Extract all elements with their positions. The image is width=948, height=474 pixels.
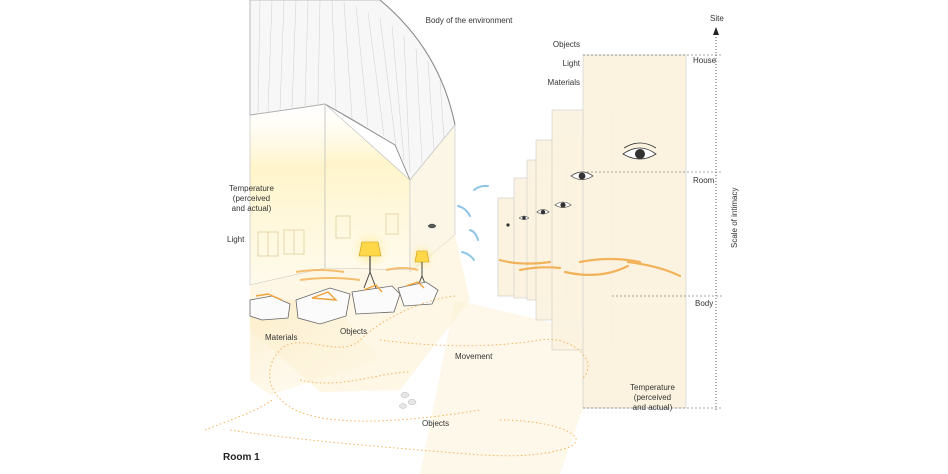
- label-body-environment: Body of the environment: [425, 16, 513, 25]
- label-light-top: Light: [562, 59, 580, 68]
- figure-caption: Room 1: [223, 452, 260, 463]
- label-materials-top: Materials: [547, 78, 580, 87]
- intimacy-panels: [420, 54, 687, 474]
- label-temperature-left: Temperature (perceived and actual): [229, 184, 274, 213]
- lamp-icon: [350, 230, 390, 289]
- label-objects-mid: Objects: [340, 327, 368, 336]
- eye-icon: [518, 215, 530, 220]
- scale-room: Room: [693, 176, 715, 185]
- label-movement: Movement: [455, 352, 493, 361]
- label-light-left: Light: [227, 235, 245, 244]
- seat-objects: [249, 281, 439, 325]
- label-materials-mid: Materials: [265, 333, 298, 342]
- footprints-icon: [399, 392, 417, 409]
- lamp-icon: [408, 243, 436, 287]
- eye-icon: [554, 201, 572, 208]
- eye-icon: [622, 142, 657, 160]
- scale-house: House: [693, 56, 717, 65]
- scale-axis: [583, 27, 722, 410]
- scale-axis-title: Scale of intimacy: [730, 187, 739, 248]
- label-temperature-right: Temperature (perceived and actual): [630, 383, 675, 412]
- scale-body: Body: [695, 299, 714, 308]
- eye-icon: [536, 209, 550, 215]
- room-sketch: [249, 0, 470, 395]
- eye-icon: [570, 171, 594, 180]
- label-objects-bottom: Objects: [422, 419, 450, 428]
- eye-icon: [506, 223, 510, 227]
- label-objects-top: Objects: [552, 40, 580, 49]
- sound-arcs: [457, 184, 489, 261]
- movement-path: [204, 295, 589, 457]
- scale-site: Site: [710, 14, 724, 23]
